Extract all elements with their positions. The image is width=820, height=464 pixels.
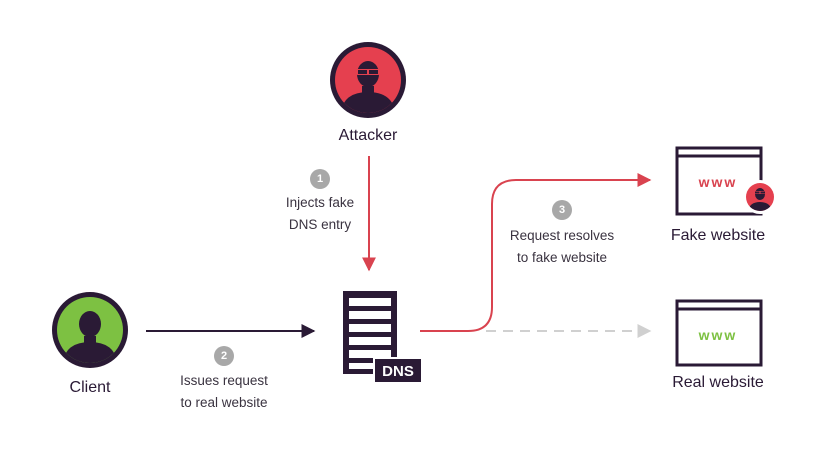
fake-website-label: Fake website (670, 227, 766, 244)
step-2-line-1: Issues request (180, 373, 268, 388)
attacker-avatar-icon (330, 42, 406, 118)
attacker-label: Attacker (338, 127, 398, 144)
real-website-label: Real website (672, 374, 764, 391)
dns-to-fake-website-arrow (420, 173, 652, 332)
fake-website-www-text: www (698, 174, 738, 190)
step-1-line-1: Injects fake (285, 195, 355, 210)
step-3-badge: 3 (552, 200, 572, 220)
step-3-text: Request resolves to fake website (495, 225, 629, 269)
client-avatar-icon (52, 292, 128, 368)
step-1-text: Injects fake DNS entry (260, 192, 380, 236)
dns-server-icon: DNS (343, 291, 423, 384)
step-3-line-2: to fake website (516, 250, 608, 265)
step-1-badge: 1 (310, 169, 330, 189)
step-3-line-1: Request resolves (509, 228, 615, 243)
real-website-window-icon: www (675, 299, 763, 367)
step-1-line-2: DNS entry (288, 217, 352, 232)
step-2-badge: 2 (214, 346, 234, 366)
client-label: Client (69, 379, 111, 396)
step-2-line-2: to real website (180, 395, 268, 410)
mini-attacker-badge-icon (743, 180, 777, 214)
step-2-text: Issues request to real website (159, 370, 289, 414)
dns-label: DNS (382, 363, 414, 380)
real-website-www-text: www (698, 327, 738, 343)
